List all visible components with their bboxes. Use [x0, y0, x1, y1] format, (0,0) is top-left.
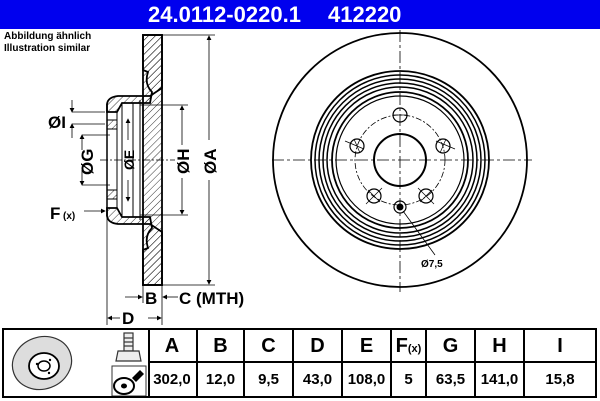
value-G: 63,5 — [435, 371, 466, 388]
title-bar: 24.0112-0220.1 412220 — [0, 0, 600, 29]
label-dim-E: ØE — [121, 150, 137, 170]
value-F: 5 — [404, 371, 413, 388]
column-D: D 43,0 — [294, 330, 343, 396]
hole-diameter-label: Ø7,5 — [421, 259, 443, 270]
note-line-en: Illustration similar — [4, 43, 91, 54]
front-view — [272, 30, 532, 292]
column-H: H 141,0 — [476, 330, 525, 396]
header-D: D — [294, 330, 341, 363]
grease-application-icon — [111, 365, 147, 397]
value-E: 108,0 — [347, 371, 386, 388]
brake-disc-icon — [11, 335, 73, 391]
technical-drawing: ØI ØG ØE ØH ØA F (x) B C (MTH) — [48, 30, 532, 328]
value-C: 9,5 — [258, 371, 279, 388]
label-dim-C: C (MTH) — [179, 289, 244, 308]
label-dim-A: ØA — [201, 149, 220, 175]
column-I: I 15,8 — [525, 330, 595, 396]
header-H: H — [476, 330, 523, 363]
label-dim-B: B — [145, 289, 157, 308]
dimensions-table: A 302,0 B 12,0 C 9,5 D 43,0 E 108,0 F(x)… — [2, 328, 597, 398]
icon-cell — [4, 330, 150, 397]
note-line-de: Abbildung ähnlich — [4, 31, 92, 42]
part-number: 24.0112-0220.1 — [148, 2, 301, 27]
column-A: A 302,0 — [148, 330, 198, 396]
column-F: F(x) 5 — [392, 330, 427, 396]
bolt-icon — [115, 332, 142, 362]
value-A: 302,0 — [153, 371, 191, 388]
label-dim-F-sub: (x) — [63, 211, 75, 222]
header-F-sub: (x) — [407, 343, 422, 355]
label-dim-D: D — [122, 309, 134, 328]
header-F-label: F — [395, 335, 408, 357]
column-G: G 63,5 — [427, 330, 476, 396]
header-G: G — [427, 330, 474, 363]
column-E: E 108,0 — [343, 330, 392, 396]
reference-number: 412220 — [328, 2, 402, 27]
column-C: C 9,5 — [245, 330, 294, 396]
header-A: A — [148, 330, 196, 363]
value-H: 141,0 — [480, 371, 519, 388]
label-dim-F: F — [50, 204, 60, 223]
header-C: C — [245, 330, 292, 363]
value-I: 15,8 — [545, 371, 575, 388]
illustration-note: Abbildung ähnlich Illustration similar — [4, 31, 91, 55]
value-D: 43,0 — [302, 371, 333, 388]
value-B: 12,0 — [205, 371, 236, 388]
label-dim-G: ØG — [78, 149, 97, 175]
side-profile-view: ØI ØG ØE ØH ØA F (x) B C (MTH) — [48, 34, 244, 328]
label-dim-H: ØH — [174, 149, 193, 175]
header-E: E — [343, 330, 390, 363]
header-F: F(x) — [392, 330, 425, 363]
header-I: I — [525, 330, 595, 363]
header-B: B — [198, 330, 243, 363]
label-dim-I: ØI — [48, 113, 66, 132]
column-B: B 12,0 — [198, 330, 245, 396]
